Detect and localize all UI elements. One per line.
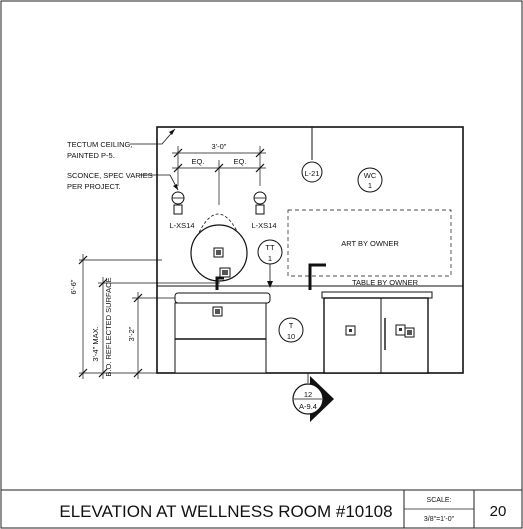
dim-tick	[78, 255, 88, 265]
table-top	[321, 291, 433, 299]
table-by-owner: TABLE BY OWNER	[321, 278, 433, 374]
sconce-left-base	[173, 204, 183, 215]
tt-tag-top: TT	[265, 243, 275, 252]
pendant-globe	[301, 161, 323, 183]
dim-counter-height: 3'-2"	[127, 326, 136, 341]
wc-tag-top: WC	[364, 171, 377, 180]
faucet-spout	[215, 276, 224, 290]
dim-tick	[78, 368, 88, 378]
pendant-light: L-21	[301, 127, 323, 183]
scale-label: SCALE:	[427, 497, 452, 504]
door-outlet-extra-fill	[407, 330, 412, 335]
round-mirror	[190, 213, 248, 282]
dim-tick	[98, 278, 108, 288]
dim-tick	[255, 163, 265, 173]
dim-tick	[255, 148, 265, 158]
faucet-control-fill	[222, 270, 228, 275]
sconce-left: L-XS14	[169, 191, 195, 230]
section-marker-number: 12	[304, 390, 312, 399]
sconce-note-line2: PER PROJECT.	[67, 182, 121, 191]
dim-tick	[98, 368, 108, 378]
wc-tag-bottom: 1	[368, 181, 372, 190]
ceiling-note-line1: TECTUM CEILING,	[67, 140, 132, 149]
dim-overall-height: 6'-6"	[69, 279, 78, 294]
drawing-title: ELEVATION AT WELLNESS ROOM #10108	[59, 502, 392, 521]
sconce-right-base	[255, 204, 265, 215]
height-dimensions: 6'-6" 3'-4" MAX. B.O. REFLECTED SURFACE …	[69, 254, 220, 379]
dim-reflected-surface: B.O. REFLECTED SURFACE	[104, 277, 113, 376]
sconce-right-tag: L-XS14	[251, 221, 276, 230]
t-tag-top: T	[289, 321, 294, 330]
pendant-tag: L-21	[304, 169, 319, 178]
section-marker[interactable]: 12 A-9.4	[292, 373, 334, 422]
ceiling-leader-arrow	[169, 129, 175, 135]
scale-value: 3/8"=1'-0"	[424, 516, 455, 523]
dim-tick	[173, 163, 183, 173]
dim-eq-right: EQ.	[234, 157, 247, 166]
tt-tag-bottom: 1	[268, 254, 272, 263]
dim-tick	[214, 163, 224, 173]
t-tag: T 10	[278, 317, 304, 343]
wall-bracket	[308, 263, 326, 290]
dim-tick	[133, 293, 143, 303]
sconce-leader-arrow	[173, 184, 178, 190]
tt-leader-arrow	[267, 281, 273, 288]
vanity-outlet-fill	[215, 309, 220, 314]
dim-tick	[133, 368, 143, 378]
art-dashed-box	[287, 209, 452, 277]
dim-tick	[173, 148, 183, 158]
door-outlet-right-fill	[399, 328, 402, 331]
mirror-outlet-fill	[216, 250, 221, 255]
vanity-cabinet	[174, 292, 271, 374]
title-block: ELEVATION AT WELLNESS ROOM #10108 SCALE:…	[59, 490, 506, 528]
ceiling-leader	[130, 128, 176, 145]
wc-tag-circle	[357, 167, 383, 193]
tt-tag: TT 1	[257, 239, 283, 288]
wc-tag: WC 1	[357, 167, 383, 193]
t-tag-circle	[278, 317, 304, 343]
table-label: TABLE BY OWNER	[352, 278, 419, 287]
sconce-left-tag: L-XS14	[169, 221, 194, 230]
dim-sconce-spacing: 3'-0"	[212, 142, 227, 151]
section-marker-sheet: A-9.4	[299, 402, 317, 411]
vanity-sink-top	[174, 292, 271, 304]
ceiling-note: TECTUM CEILING, PAINTED P-5.	[67, 128, 176, 160]
sconce-spacing-dimension: 3'-0" EQ. EQ.	[172, 142, 266, 205]
wall-elevation-outline	[156, 126, 464, 374]
dim-max-height: 3'-4" MAX.	[91, 326, 100, 361]
door-outlet-left-fill	[349, 329, 352, 332]
t-tag-bottom: 10	[287, 332, 295, 341]
sconce-note: SCONCE, SPEC VARIES PER PROJECT.	[67, 171, 179, 191]
ceiling-note-line2: PAINTED P-5.	[67, 151, 115, 160]
sconce-note-line1: SCONCE, SPEC VARIES	[67, 171, 153, 180]
art-by-owner: ART BY OWNER	[287, 209, 452, 277]
faucet	[215, 267, 231, 290]
sconce-right: L-XS14	[251, 191, 277, 230]
art-label: ART BY OWNER	[341, 239, 399, 248]
dim-eq-left: EQ.	[192, 157, 205, 166]
detail-number: 20	[490, 503, 507, 520]
